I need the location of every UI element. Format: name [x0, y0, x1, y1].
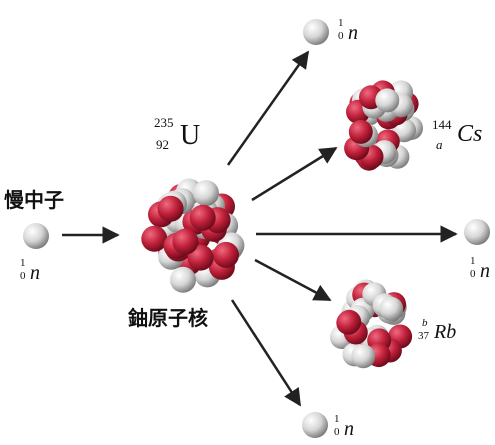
rubidium-charge: 37: [418, 330, 429, 342]
neutron-incoming: [23, 223, 49, 249]
cesium-symbol: 144 a Cs: [432, 118, 495, 154]
arrow-to-cesium: [251, 146, 338, 202]
rubidium-neutron: [351, 344, 376, 369]
rubidium-proton: [336, 310, 361, 335]
neutron-symbol-top: 1 0 n: [338, 17, 358, 44]
cesium-charge: a: [436, 137, 443, 152]
uranium-mass: 235: [154, 115, 174, 130]
rubidium-symbol: b 37 Rb: [418, 318, 478, 348]
uranium-proton: [189, 204, 216, 231]
arrow-to-neutron-bottom: [230, 299, 302, 407]
cesium-neutron: [375, 88, 400, 113]
uranium-nucleus: [141, 178, 245, 293]
uranium-proton: [213, 241, 239, 268]
neutron-symbol-bottom: 1 0 n: [334, 413, 354, 440]
uranium-letter: U: [180, 120, 201, 151]
neutron-bottom: [302, 412, 328, 438]
uranium-proton: [172, 228, 199, 255]
uranium-neutron: [193, 180, 219, 207]
uranium-proton: [141, 225, 168, 252]
cesium-proton: [348, 119, 373, 144]
uranium-proton: [157, 195, 184, 222]
rubidium-neutron: [379, 296, 404, 321]
neutron-top: [303, 19, 329, 45]
cesium-letter: Cs: [457, 121, 483, 147]
rubidium-nucleus: [330, 279, 413, 369]
uranium-symbol: 235 92 U: [150, 116, 210, 156]
uranium-nucleus-label: 鈾原子核: [128, 306, 208, 330]
neutron-symbol-incoming: 1 0 n: [20, 257, 40, 284]
rubidium-letter: Rb: [434, 321, 457, 343]
neutron-right: [464, 219, 490, 245]
rubidium-mass: b: [422, 317, 428, 329]
uranium-neutron: [170, 266, 196, 293]
arrow-to-neutron-top: [226, 50, 310, 166]
cesium-nucleus: [344, 80, 423, 171]
uranium-charge: 92: [156, 137, 169, 152]
neutron-symbol-right: 1 0 n: [470, 255, 490, 282]
cesium-mass: 144: [432, 117, 452, 132]
arrow-to-rubidium: [254, 258, 332, 302]
slow-neutron-label: 慢中子: [4, 188, 64, 212]
